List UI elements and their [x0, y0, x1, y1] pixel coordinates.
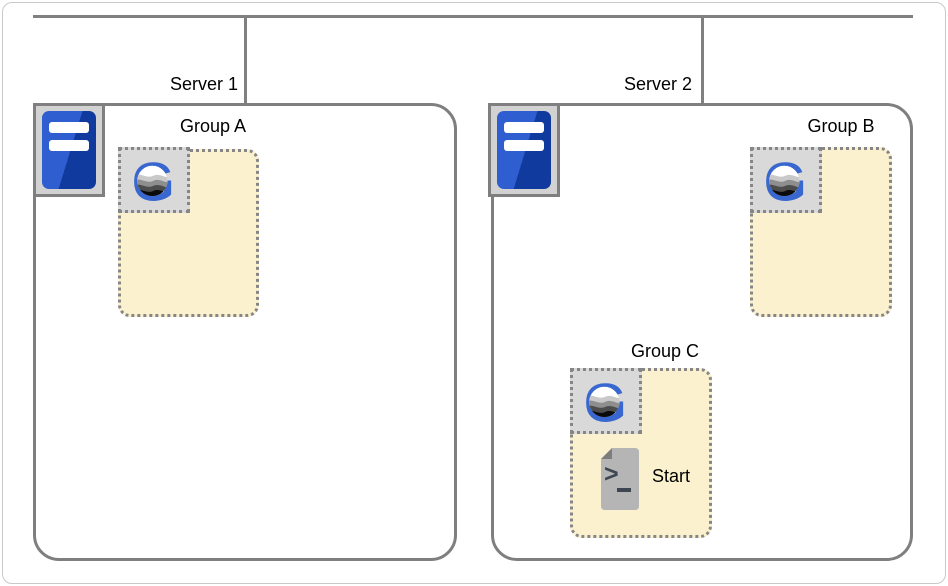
server-slot-bar	[49, 122, 89, 133]
server-slot-bar	[504, 122, 544, 133]
group-b-container-tile: G	[750, 147, 822, 213]
network-bus-line	[33, 15, 913, 18]
grid-container-icon: G	[584, 374, 627, 428]
group-b-label: Group B	[807, 116, 875, 136]
group-a-container-tile: G	[118, 147, 190, 213]
server-icon	[42, 111, 96, 189]
server2-connector-line	[701, 15, 704, 103]
server-slot-bar	[49, 140, 89, 151]
svg-text:>: >	[604, 460, 619, 488]
server-slot-bar	[504, 140, 544, 151]
grid-container-icon: G	[132, 153, 175, 207]
server2-machine-tile	[488, 103, 560, 197]
group-a-label: Group A	[179, 116, 247, 136]
grid-container-icon: G	[764, 153, 807, 207]
server2-label: Server 2	[623, 74, 692, 94]
script-icon: >	[601, 448, 639, 510]
group-c-container-tile: G	[570, 368, 642, 434]
group-c-label: Group C	[630, 341, 700, 361]
server1-label: Server 1	[169, 74, 238, 94]
server1-machine-tile	[33, 103, 105, 197]
server1-connector-line	[244, 15, 247, 103]
server-icon	[497, 111, 551, 189]
start-script-label: Start	[652, 466, 691, 486]
